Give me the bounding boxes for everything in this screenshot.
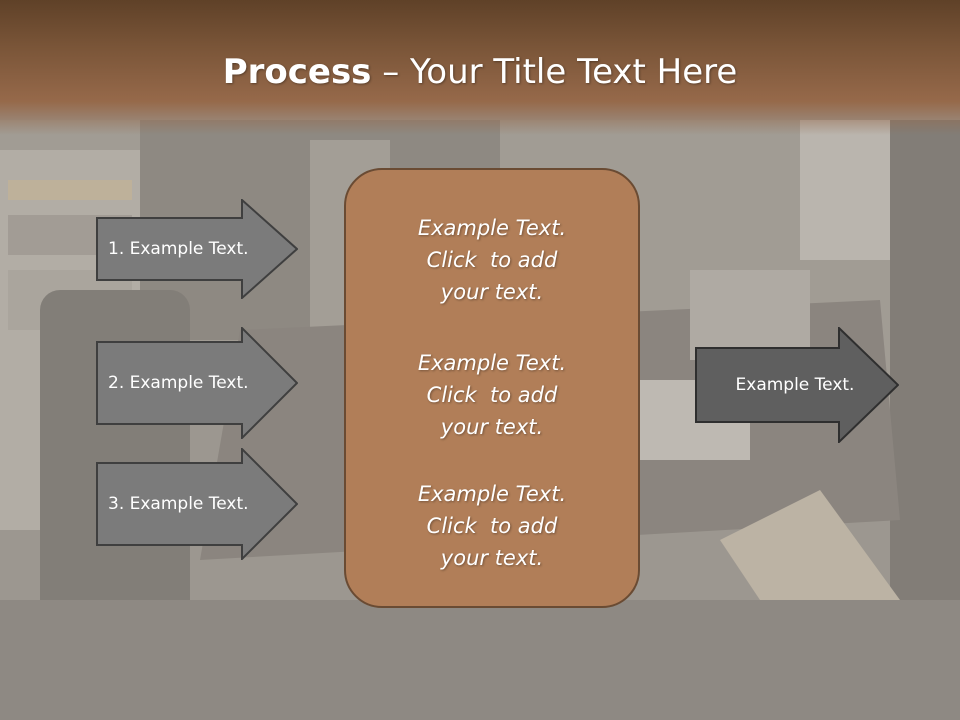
block-1-line-1: Example Text.: [417, 216, 567, 240]
step-label-3: 3. Example Text.: [108, 494, 249, 514]
block-1-line-2: Click to add: [426, 248, 558, 272]
process-panel[interactable]: Example Text. Click to add your text. Ex…: [344, 168, 640, 608]
right-arrow-icon: [96, 448, 298, 560]
block-2-line-1: Example Text.: [417, 351, 567, 375]
right-arrow-icon: [96, 199, 298, 299]
block-3-line-2: Click to add: [426, 514, 558, 538]
step-label-1: 1. Example Text.: [108, 239, 249, 259]
step-arrow-2[interactable]: 2. Example Text.: [96, 327, 298, 439]
output-label: Example Text.: [735, 375, 855, 395]
right-arrow-icon: [695, 327, 899, 443]
block-2-line-2: Click to add: [426, 383, 558, 407]
page-title[interactable]: Process – Your Title Text Here: [0, 52, 960, 92]
block-3-line-1: Example Text.: [417, 482, 567, 506]
panel-text-block-2: Example Text. Click to add your text.: [346, 347, 638, 443]
title-bar: [0, 0, 960, 135]
title-rest: – Your Title Text Here: [371, 52, 738, 92]
panel-text-block-1: Example Text. Click to add your text.: [346, 212, 638, 308]
step-arrow-3[interactable]: 3. Example Text.: [96, 448, 298, 560]
title-bold: Process: [222, 52, 372, 92]
right-arrow-icon: [96, 327, 298, 439]
step-label-2: 2. Example Text.: [108, 373, 249, 393]
block-3-line-3: your text.: [440, 546, 544, 570]
panel-text-block-3: Example Text. Click to add your text.: [346, 478, 638, 574]
block-2-line-3: your text.: [440, 415, 544, 439]
step-arrow-1[interactable]: 1. Example Text.: [96, 199, 298, 299]
output-arrow[interactable]: Example Text.: [695, 327, 899, 443]
block-1-line-3: your text.: [440, 280, 544, 304]
